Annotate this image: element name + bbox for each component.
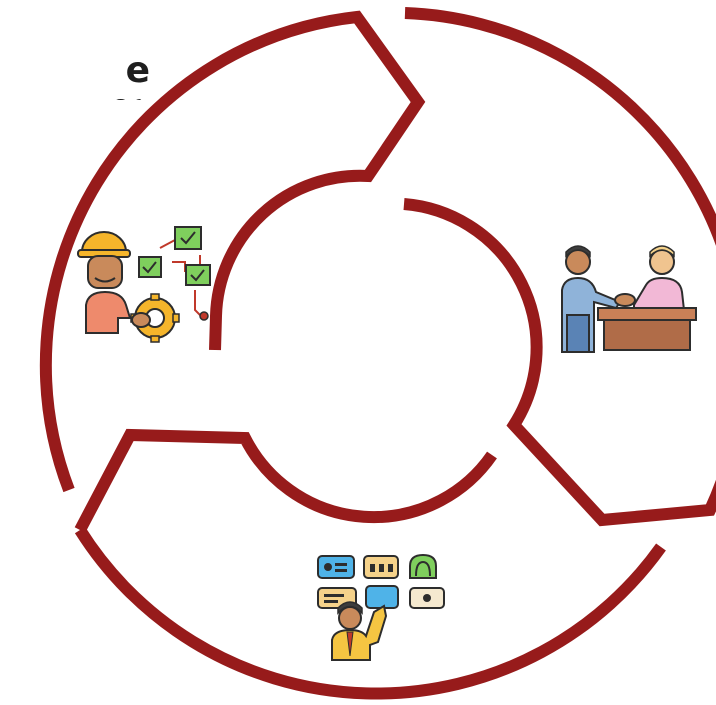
cycle-segment-top-left xyxy=(39,10,426,493)
operator-control-panel-icon xyxy=(317,553,445,661)
cycle-segment-bottom xyxy=(74,428,666,700)
business-handshake-icon xyxy=(561,245,697,353)
engineer-workflow-icon xyxy=(77,226,211,343)
cycle-segment-right xyxy=(403,7,716,527)
background-text-line: e xyxy=(125,50,150,91)
cycle-mask xyxy=(0,13,710,700)
